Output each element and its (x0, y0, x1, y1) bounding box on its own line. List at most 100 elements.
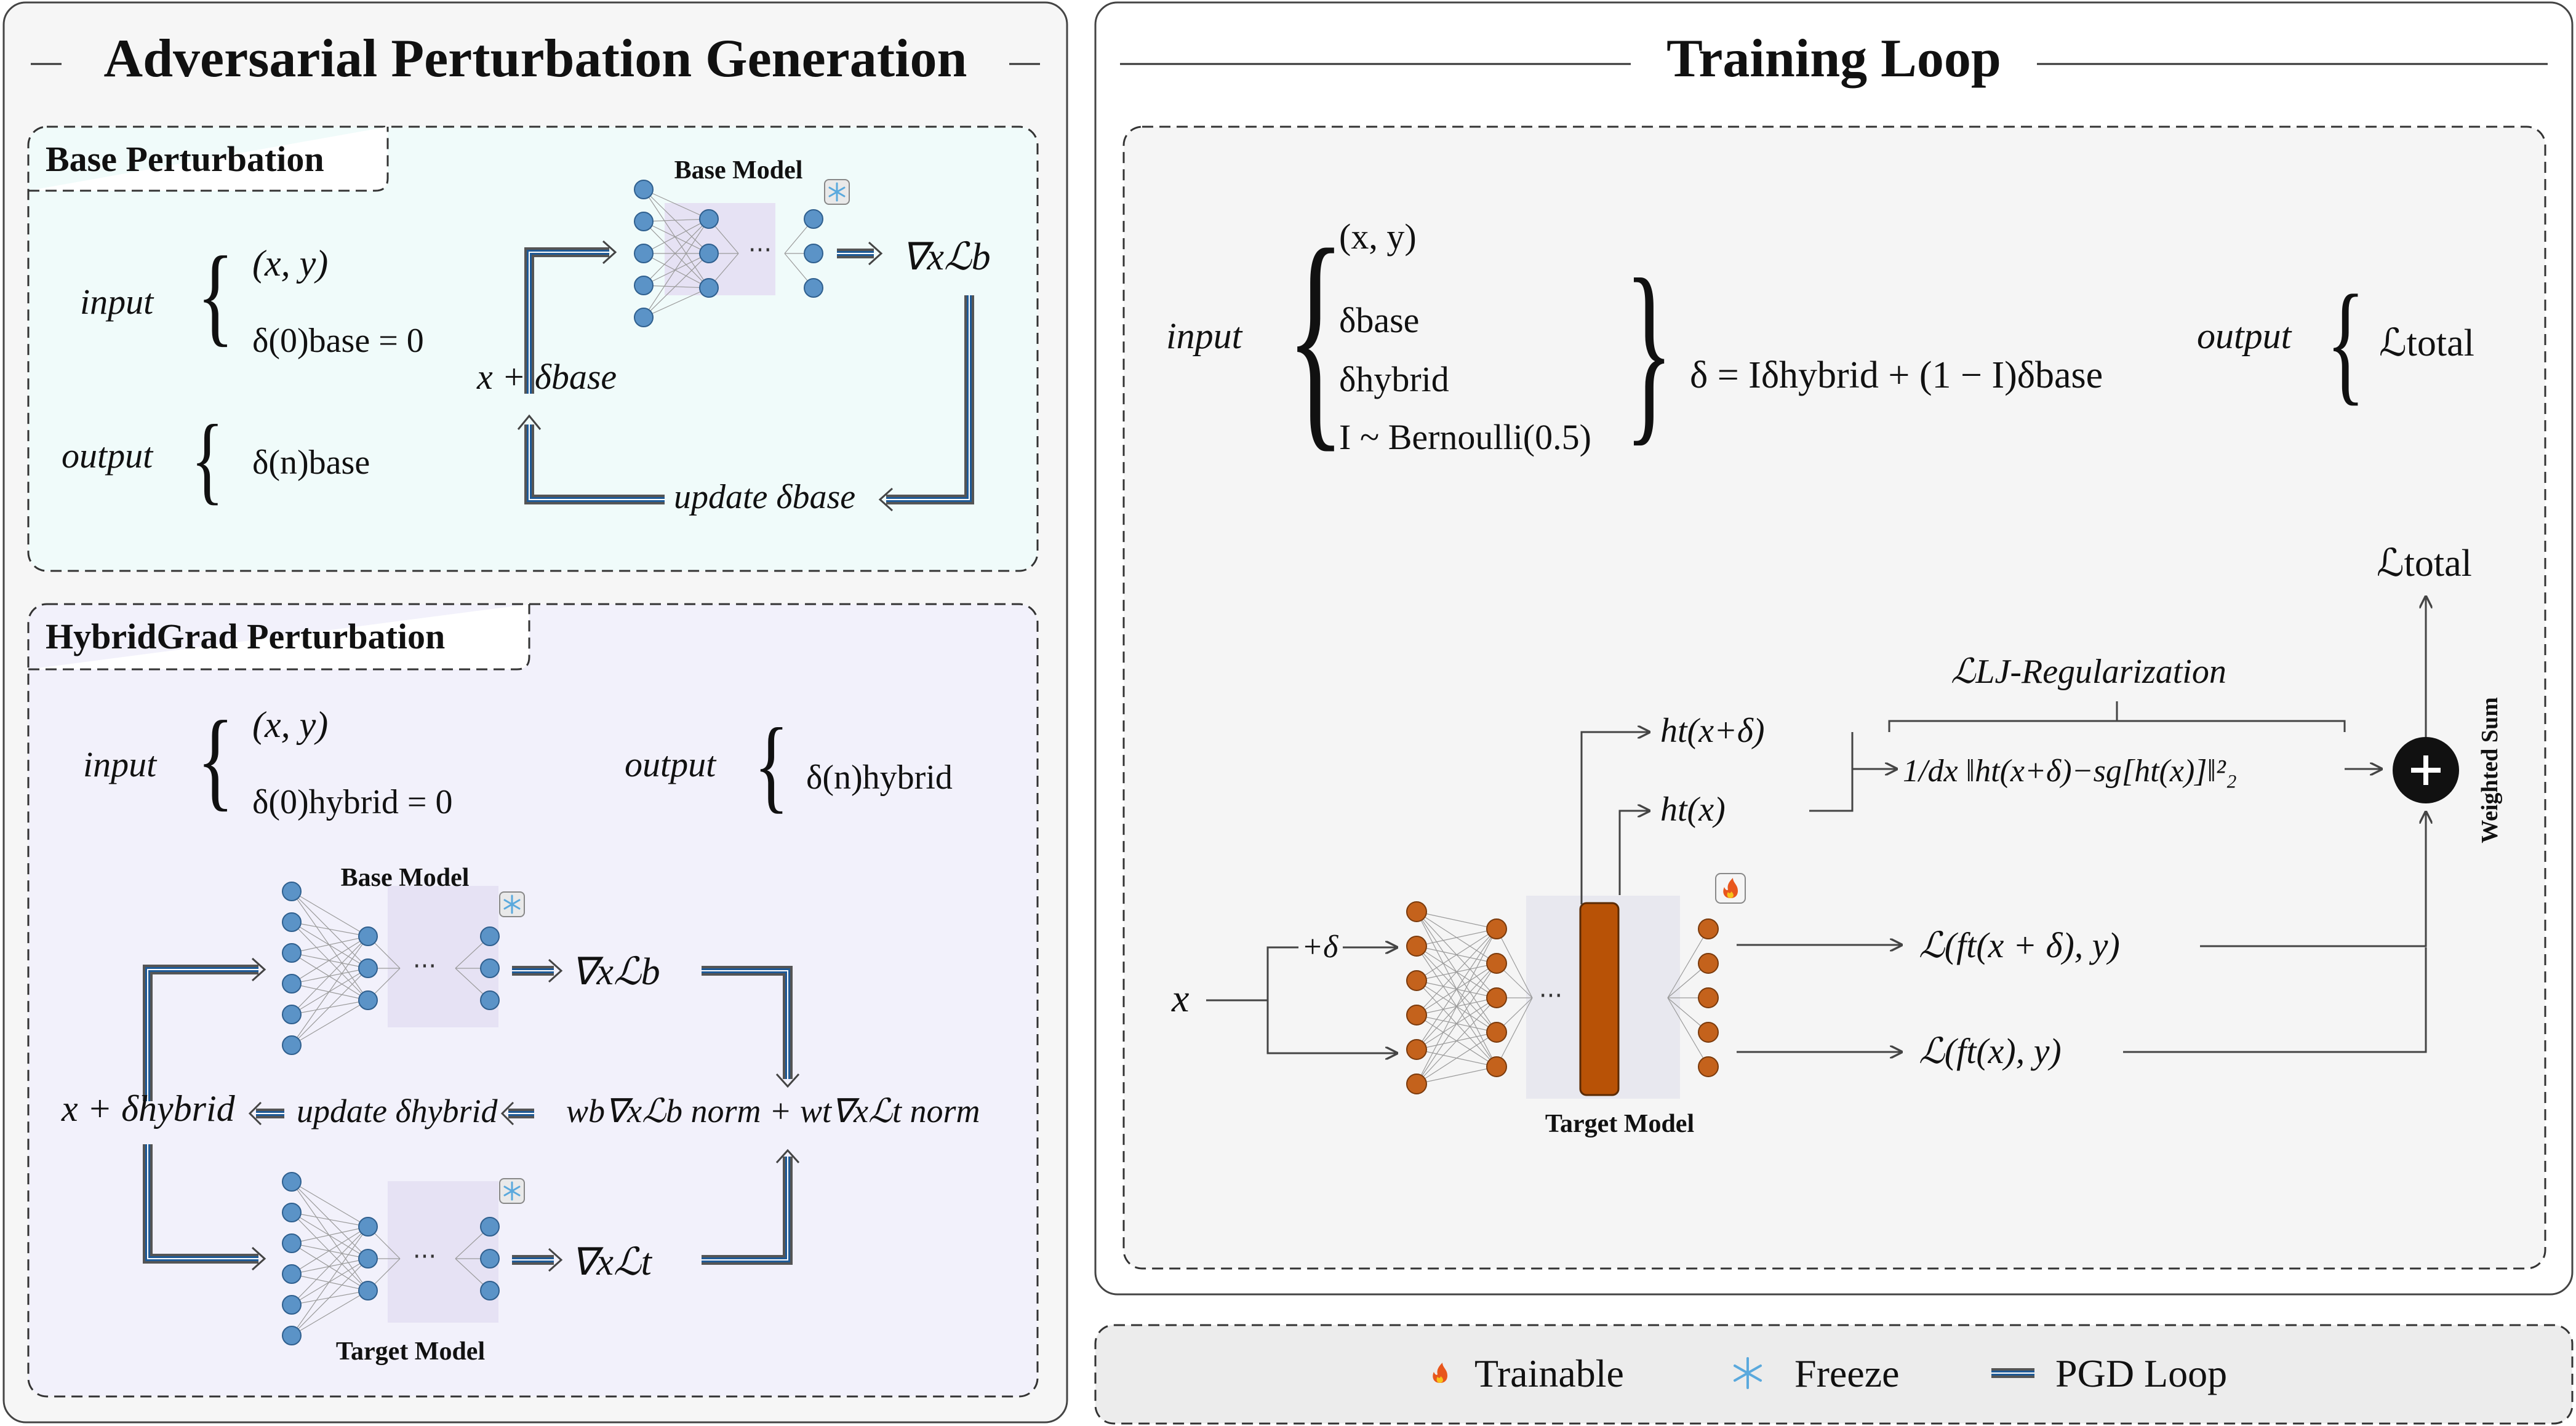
base-perturbation-header: Base Perturbation (46, 139, 324, 179)
base-output-brace: { (191, 404, 224, 513)
base-model-input: x + δbase (476, 357, 617, 397)
base-output-1: δ(n)base (252, 444, 370, 482)
hybrid-weighted-b: wb∇xℒb norm (566, 1093, 761, 1129)
ellipsis: ··· (1539, 982, 1562, 1010)
neuron-node (480, 1249, 500, 1269)
legend-item-trainable: Trainable (1433, 1352, 1624, 1395)
neuron-node (282, 1295, 302, 1315)
neuron-node (804, 278, 823, 298)
legend-label-trainable: Trainable (1474, 1352, 1624, 1395)
training-arrows (1206, 597, 2426, 1053)
base-update: update δbase (674, 478, 855, 516)
training-input-item: (x, y) (1339, 217, 1417, 257)
base-pgd-loop (517, 240, 974, 512)
delta-formula: δ = Iδhybrid + (1 − I)δbase (1690, 354, 2103, 396)
hybrid-grad-t: ∇xℒt (571, 1241, 653, 1283)
input-x: x (1171, 976, 1189, 1020)
ellipsis: ··· (413, 1243, 436, 1271)
hybrid-input-2: δ(0)hybrid = 0 (252, 783, 452, 821)
weighted-sum-node (2393, 737, 2459, 803)
neuron-node (699, 209, 719, 229)
hybrid-output-brace: { (754, 706, 789, 823)
hybrid-perturbation-box: HybridGrad Perturbation input { (x, y) δ… (27, 603, 1039, 1398)
neuron-node (804, 244, 823, 263)
neuron-node (282, 882, 302, 901)
neuron-node (1698, 1056, 1719, 1077)
neuron-node (358, 990, 378, 1010)
neuron-node (480, 958, 500, 978)
loss-adversarial: ℒ(ft(x + δ), y) (1919, 925, 2120, 965)
neuron-node (358, 926, 378, 946)
snowflake-icon (498, 1177, 526, 1205)
training-input-item: δhybrid (1339, 359, 1449, 399)
snowflake-icon (1734, 1357, 1762, 1389)
hybrid-output-label: output (625, 744, 717, 784)
neuron-node (1406, 901, 1427, 922)
training-inputs: (x, y) δbase δhybrid I ~ Bernoulli(0.5) (1339, 217, 1591, 457)
neuron-node (1486, 918, 1507, 939)
neuron-node (634, 180, 654, 199)
neuron-node (480, 1281, 500, 1301)
neuron-node (358, 1281, 378, 1301)
neuron-node (480, 926, 500, 946)
neuron-node (1486, 987, 1507, 1008)
target-model-network: ··· Target Model (1406, 873, 1746, 1138)
neuron-node (1486, 1022, 1507, 1043)
neuron-node (282, 974, 302, 994)
legend-label-pgd-loop: PGD Loop (2055, 1352, 2227, 1395)
snowflake-icon (498, 891, 526, 918)
hybrid-pgd-loop (143, 957, 800, 1272)
neuron-node (634, 244, 654, 263)
hybrid-output-1: δ(n)hybrid (806, 759, 953, 797)
neuron-node (358, 1217, 378, 1237)
base-input-2: δ(0)base = 0 (252, 322, 424, 360)
neuron-node (1406, 1039, 1427, 1060)
neuron-node (282, 1233, 302, 1253)
target-model-label: Target Model (1545, 1110, 1694, 1138)
neuron-node (804, 209, 823, 229)
right-panel-title: Training Loop (1666, 29, 2001, 89)
training-input-item: δbase (1339, 300, 1419, 340)
neuron-node (1406, 1005, 1427, 1026)
training-input-brace: { (1286, 200, 1345, 472)
neuron-node (1406, 936, 1427, 957)
hybrid-base-model-network: ··· Base Model (282, 864, 526, 1055)
hybrid-target-model-network: ··· Target Model (282, 1172, 526, 1366)
snowflake-icon (823, 178, 850, 205)
reg-formula: 1/dx ‖ht(x+δ)−sg[ht(x)]‖²₂ (1903, 754, 2237, 789)
training-input-item: I ~ Bernoulli(0.5) (1339, 417, 1591, 457)
total-loss: ℒtotal (2377, 543, 2472, 584)
hybrid-weighted-t: + wt∇xℒt norm (769, 1093, 980, 1129)
neuron-node (1698, 918, 1719, 939)
base-perturbation-box: Base Perturbation input { (x, y) δ(0)bas… (27, 125, 1039, 572)
hybrid-update: update δhybrid (297, 1093, 498, 1129)
training-output-brace: { (2326, 268, 2365, 418)
training-output-value: ℒtotal (2379, 322, 2474, 364)
h-perturbed: ht(x+δ) (1660, 712, 1765, 750)
neuron-node (480, 990, 500, 1010)
base-model-network: ··· Base Model (634, 156, 850, 327)
legend-item-pgd-loop: PGD Loop (1991, 1352, 2227, 1395)
hybrid-perturbation-header: HybridGrad Perturbation (46, 616, 445, 656)
base-input-1: (x, y) (252, 243, 328, 284)
training-right-brace: } (1625, 239, 1673, 463)
h-clean: ht(x) (1660, 791, 1726, 829)
neuron-node (480, 1217, 500, 1237)
left-panel-title: Adversarial Perturbation Generation (104, 29, 967, 89)
base-input-label: input (80, 282, 154, 322)
ellipsis: ··· (413, 952, 436, 981)
neuron-node (1698, 987, 1719, 1008)
base-output-label: output (62, 436, 154, 476)
neuron-node (282, 912, 302, 932)
legend-item-freeze: Freeze (1734, 1352, 1900, 1395)
hybrid-input-label: input (83, 744, 158, 784)
hybrid-input-1: (x, y) (252, 704, 328, 745)
base-input-brace: { (197, 234, 234, 356)
neuron-node (1406, 1073, 1427, 1094)
hidden-layer-block (1579, 902, 1620, 1096)
training-input-label: input (1166, 316, 1243, 356)
neuron-node (358, 1249, 378, 1269)
hybrid-base-model-label: Base Model (341, 864, 470, 892)
neuron-node (282, 1326, 302, 1345)
